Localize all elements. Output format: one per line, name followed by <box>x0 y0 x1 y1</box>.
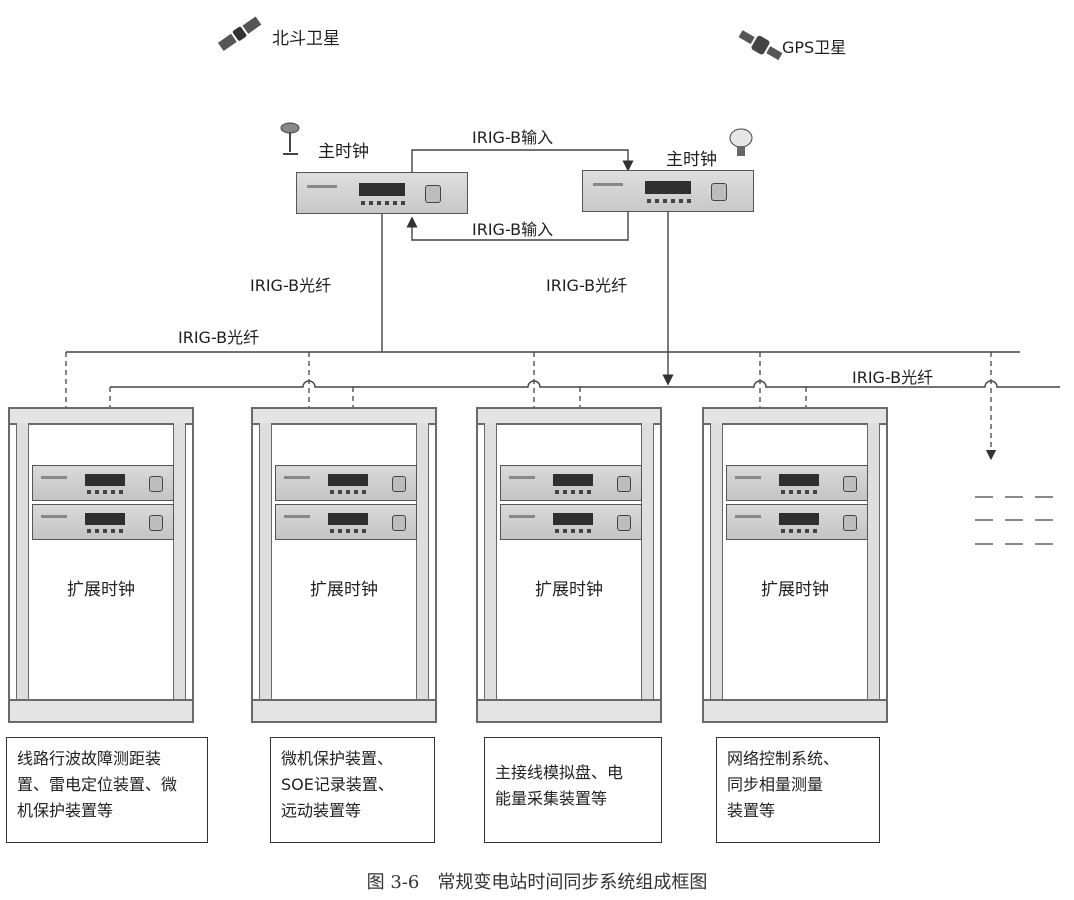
expansion-rack-3: 扩展时钟 <box>476 407 662 723</box>
device-group-4-line-1: 网络控制系统、 <box>727 749 840 768</box>
irigb-input-line-bottom <box>406 212 629 241</box>
antenna-icon <box>280 122 300 155</box>
device-group-3-line-1: 主接线模拟盘、电 <box>495 763 624 782</box>
device-group-4-line-2: 同步相量测量 <box>727 775 824 794</box>
expansion-rack-2: 扩展时钟 <box>251 407 437 723</box>
device-group-2-line-1: 微机保护装置、 <box>281 749 394 768</box>
device-group-2-line-2: SOE记录装置、 <box>281 775 394 794</box>
expansion-rack-4: 扩展时钟 <box>702 407 888 723</box>
master-clock-label-1: 主时钟 <box>318 142 369 162</box>
expansion-clock-label-3: 扩展时钟 <box>535 580 603 600</box>
gps-satellite-icon <box>738 30 783 61</box>
expansion-clock-label-2: 扩展时钟 <box>310 580 378 600</box>
expansion-clock-label-1: 扩展时钟 <box>67 580 135 600</box>
fiber-label-right-master: IRIG-B光纤 <box>546 276 628 295</box>
irigb-input-label-top: IRIG-B输入 <box>472 128 554 147</box>
device-group-4-line-3: 装置等 <box>727 801 776 820</box>
master-clock-unit-2 <box>582 170 754 212</box>
device-group-2: 微机保护装置、 SOE记录装置、 远动装置等 <box>270 737 435 843</box>
figure-caption: 图 3-6 常规变电站时间同步系统组成框图 <box>366 872 708 893</box>
expansion-rack-1: 扩展时钟 <box>8 407 194 723</box>
fiber-bus-lower <box>110 380 1060 388</box>
irigb-input-label-bottom: IRIG-B输入 <box>472 220 554 239</box>
device-group-1-line-2: 置、雷电定位装置、微 <box>17 775 178 794</box>
device-group-1-line-1: 线路行波故障测距装 <box>17 749 162 768</box>
device-group-2-line-3: 远动装置等 <box>281 801 362 820</box>
fiber-label-bus-lower: IRIG-B光纤 <box>852 368 934 387</box>
device-group-3-line-2: 能量采集装置等 <box>495 789 608 808</box>
device-group-4: 网络控制系统、 同步相量测量 装置等 <box>716 737 880 843</box>
master-clock-unit-1 <box>296 172 468 214</box>
beidou-satellite-icon <box>217 16 262 52</box>
gps-satellite-label: GPS卫星 <box>782 38 847 57</box>
device-group-3: 主接线模拟盘、电 能量采集装置等 <box>484 737 662 843</box>
device-group-1-line-3: 机保护装置等 <box>17 801 114 820</box>
irigb-input-line-top <box>411 149 634 186</box>
fiber-label-bus-upper: IRIG-B光纤 <box>178 328 260 347</box>
master-clock-label-2: 主时钟 <box>666 150 717 170</box>
device-group-1: 线路行波故障测距装 置、雷电定位装置、微 机保护装置等 <box>6 737 208 843</box>
expansion-clock-label-4: 扩展时钟 <box>761 580 829 600</box>
gps-antenna-icon <box>729 128 753 156</box>
beidou-satellite-label: 北斗卫星 <box>272 29 340 49</box>
fiber-label-left-master: IRIG-B光纤 <box>250 276 332 295</box>
